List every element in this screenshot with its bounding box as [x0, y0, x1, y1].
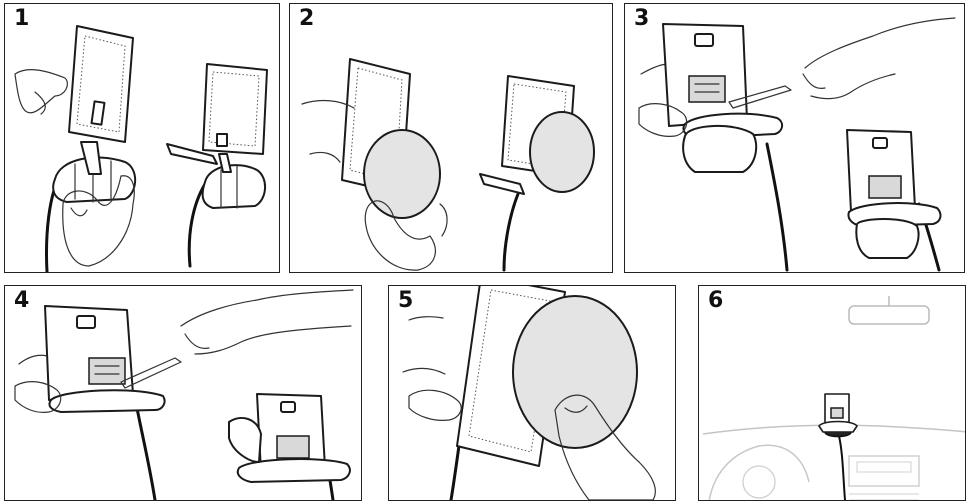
- step-2-illustration: [290, 4, 613, 273]
- adhesive-disc: [513, 296, 637, 448]
- screw-bracket: [89, 358, 125, 384]
- step-number: 1: [14, 6, 29, 31]
- hand-right: [805, 18, 955, 99]
- bracket-slot: [92, 101, 105, 124]
- step-4-panel: 4: [4, 285, 362, 501]
- step-number: 6: [708, 288, 723, 313]
- step-2-panel: 2: [289, 3, 613, 273]
- step-1-illustration: [5, 4, 280, 273]
- step-6-panel: 6: [698, 285, 966, 501]
- screw-bracket: [689, 76, 725, 102]
- step-1-panel: 1: [4, 3, 280, 273]
- hand-left: [409, 390, 461, 420]
- step-3-illustration: [625, 4, 965, 273]
- step-5-panel: 5: [388, 285, 676, 501]
- step-number: 4: [14, 288, 29, 313]
- hand-left: [15, 70, 67, 113]
- step-4-illustration: [5, 286, 362, 501]
- step-number: 5: [398, 288, 413, 313]
- step-3-panel: 3: [624, 3, 965, 273]
- step-number: 3: [634, 6, 649, 31]
- step-6-illustration: [699, 286, 966, 501]
- adhesive-disc-mounted: [530, 112, 594, 192]
- hand-right: [181, 290, 353, 354]
- step-number: 2: [299, 6, 314, 31]
- step-5-illustration: [389, 286, 676, 501]
- rear-view-mirror: [849, 306, 929, 324]
- adhesive-disc: [364, 130, 440, 218]
- suction-base: [683, 126, 756, 172]
